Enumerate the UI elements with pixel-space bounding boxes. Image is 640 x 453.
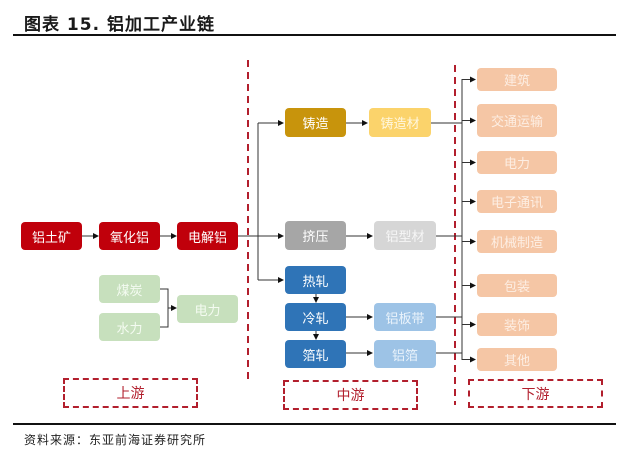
node-cold-rolling: 冷轧 <box>285 303 346 331</box>
node-extrusion: 挤压 <box>285 221 346 250</box>
stage-midstream: 中游 <box>283 380 418 410</box>
node-alumina: 氧化铝 <box>99 222 160 250</box>
node-sector: 包装 <box>477 274 557 297</box>
title-rule <box>13 34 616 36</box>
node-casting: 铸造 <box>285 108 346 137</box>
node-foil-rolling: 箔轧 <box>285 340 346 368</box>
node-electric-power: 电力 <box>177 295 238 323</box>
node-aluminum-foil: 铝箔 <box>374 340 436 368</box>
node-sector: 装饰 <box>477 313 557 336</box>
node-sector: 交通运输 <box>477 104 557 137</box>
stage-upstream: 上游 <box>63 378 198 408</box>
node-hot-rolling: 热轧 <box>285 266 346 294</box>
node-aluminum-profile: 铝型材 <box>374 221 436 250</box>
node-sector: 电力 <box>477 151 557 174</box>
node-hydropower: 水力 <box>99 313 160 341</box>
node-plate-strip: 铝板带 <box>374 303 436 331</box>
footer-rule <box>13 423 616 425</box>
node-sector: 电子通讯 <box>477 190 557 213</box>
source-note: 资料来源：东亚前海证券研究所 <box>24 433 207 447</box>
node-bauxite: 铝土矿 <box>21 222 82 250</box>
stage-downstream: 下游 <box>468 379 603 408</box>
node-sector: 建筑 <box>477 68 557 91</box>
node-sector: 其他 <box>477 348 557 371</box>
node-coal: 煤炭 <box>99 275 160 303</box>
node-electrolytic-aluminum: 电解铝 <box>177 222 238 250</box>
figure-title: 图表 15. 铝加工产业链 <box>24 15 215 35</box>
node-casting-product: 铸造材 <box>369 108 431 137</box>
node-sector: 机械制造 <box>477 230 557 253</box>
energy-merge <box>160 288 169 328</box>
